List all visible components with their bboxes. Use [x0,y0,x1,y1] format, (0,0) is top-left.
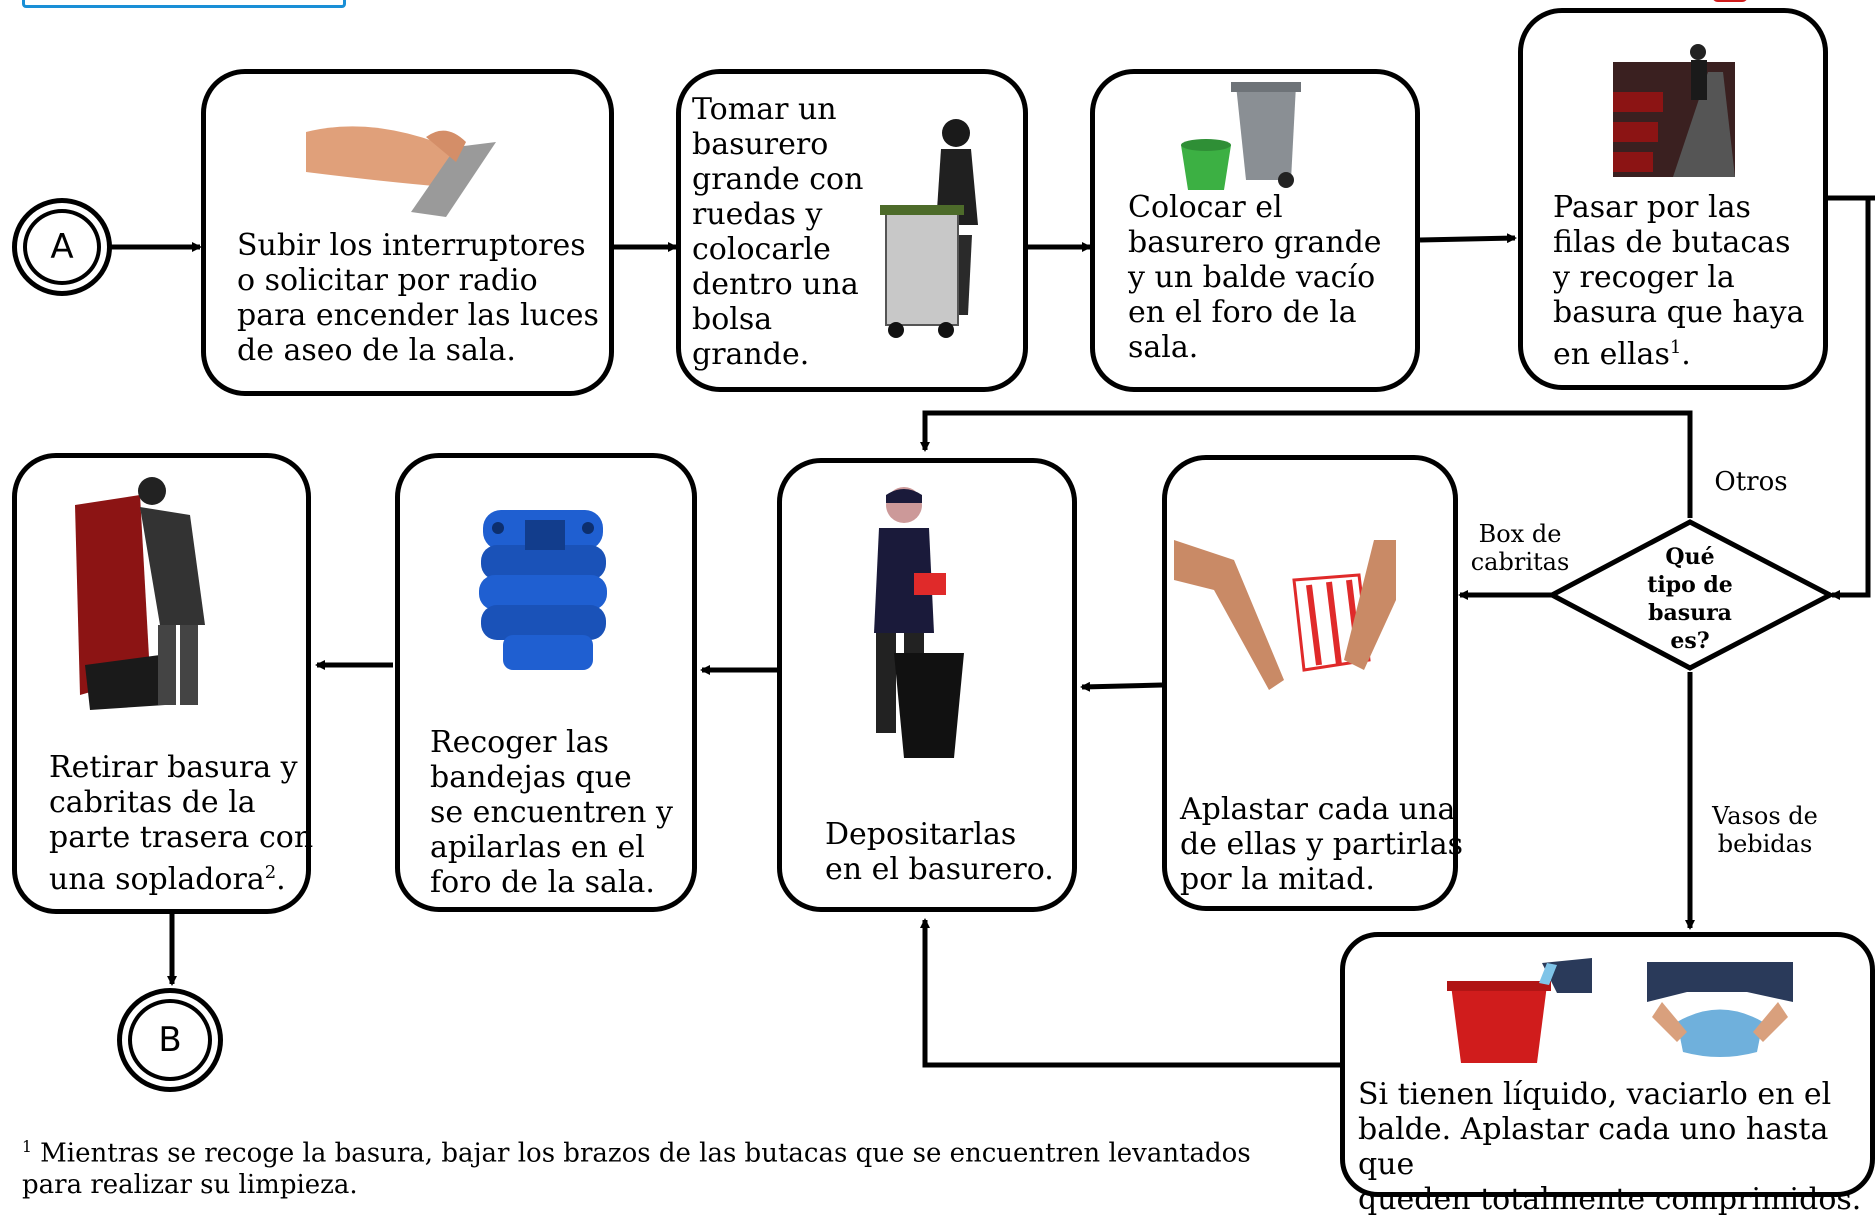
blue-trays-icon [479,510,607,670]
step-crush-boxes [1162,455,1458,911]
decision-diamond [1546,519,1836,671]
step-place-bin-text: Colocar el basurero grande y un balde va… [1128,190,1382,365]
step-empty-cups-text: Si tienen líquido, vaciarlo en el balde.… [1358,1077,1862,1217]
step-crush-boxes-text: Aplastar cada una de ellas y partirlas p… [1180,792,1464,897]
step-blow-seats-text: Retirar basura y cabritas de la parte tr… [49,750,314,897]
connector-a: A [12,198,112,296]
footnote-mark: 1 [22,1138,32,1156]
step-turn-on-lights [201,69,614,396]
bucket-pour-icon [1447,958,1592,1063]
bins-bucket-icon [1181,82,1301,190]
cup-crush-icon [1647,962,1793,1057]
footnote: 1 Mientras se recoge la basura, bajar lo… [22,1132,1312,1201]
step-stack-trays-text: Recoger las bandejas que se encuentren y… [430,725,673,900]
worker-depositing-icon [874,487,964,758]
step-collect-rows-text: Pasar por las filas de butacas y recoger… [1553,190,1805,372]
branch-label-vasos-bebidas: Vasos de bebidas [1712,802,1818,858]
cinema-aisle-icon [1613,44,1735,177]
popcorn-box-icon [1174,540,1396,690]
branch-label-box-cabritas: Box de cabritas [1470,520,1570,576]
connector-b: B [117,988,223,1092]
step-take-bin [676,69,1028,392]
step-blow-seats-body: Retirar basura y cabritas de la parte tr… [49,750,314,897]
branch-label-otros: Otros [1714,467,1788,497]
connector-b-label: B [128,999,212,1081]
step-deposit-text: Depositarlas en el basurero. [825,817,1054,887]
top-left-banner-fragment [22,0,346,8]
footnote-ref-1: 1 [1669,337,1682,358]
decision-question: Qué tipo de basura es? [1647,544,1733,654]
worker-bin-icon [880,119,978,338]
step-take-bin-text: Tomar un basurero grande con ruedas y co… [692,92,864,372]
worker-seat-icon [75,477,205,710]
step-turn-on-lights-text: Subir los interruptores o solicitar por … [237,228,599,368]
top-right-logo-fragment [1712,0,1748,2]
step-collect-rows-body: Pasar por las filas de butacas y recoger… [1553,190,1805,372]
hand-switch-icon [306,126,496,217]
footnote-ref-2: 2 [264,862,277,883]
footnote-text: Mientras se recoge la basura, bajar los … [22,1138,1251,1200]
connector-a-label: A [23,209,101,285]
